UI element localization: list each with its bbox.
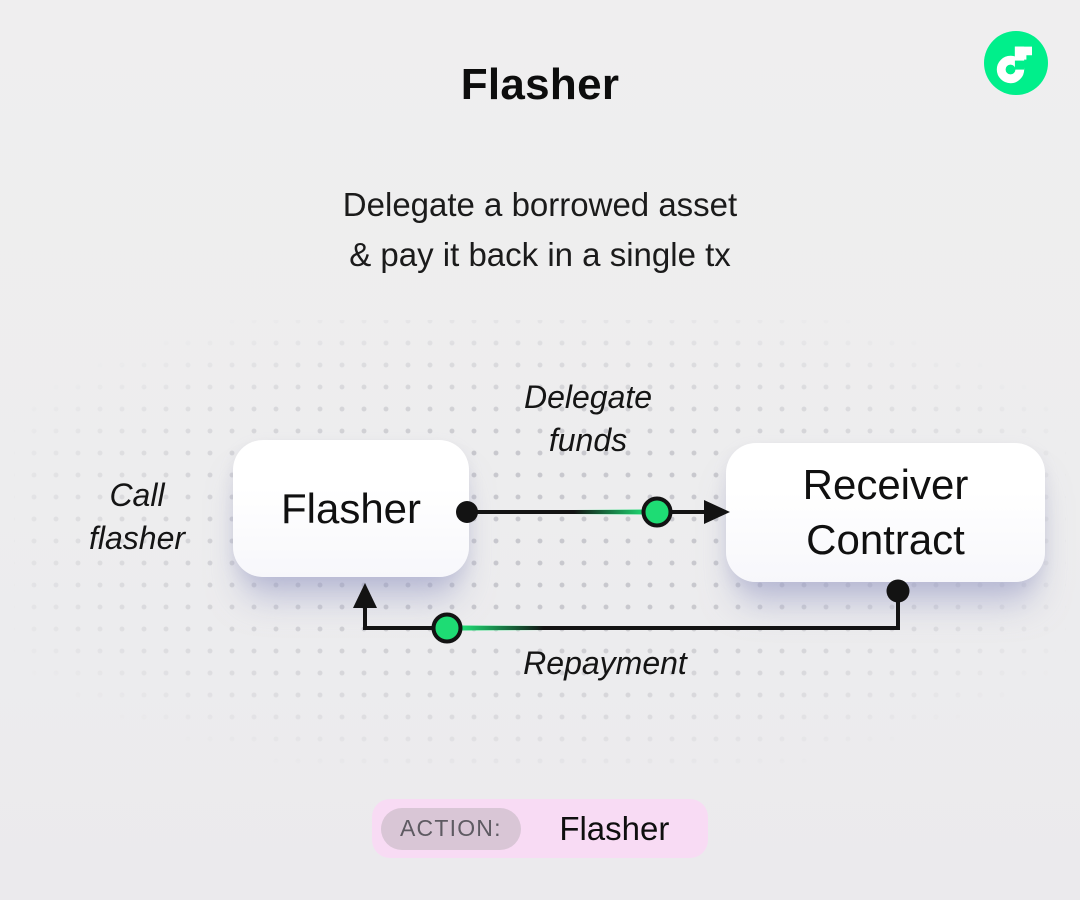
flow-logo-svg — [984, 31, 1048, 95]
flow-logo-icon — [984, 31, 1048, 95]
node-flasher: Flasher — [233, 440, 469, 577]
action-value: Flasher — [559, 809, 670, 847]
label-call-flasher: Call flasher — [37, 474, 237, 560]
label-repayment-text: Repayment — [523, 645, 687, 681]
subtitle: Delegate a borrowed asset & pay it back … — [0, 180, 1080, 280]
label-call-flasher-line-2: flasher — [88, 520, 186, 556]
action-badge: ACTION: Flasher — [372, 799, 708, 858]
node-flasher-label: Flasher — [280, 484, 422, 532]
action-label-pill: ACTION: — [381, 807, 521, 850]
subtitle-line-1: Delegate a borrowed asset — [342, 186, 738, 223]
label-delegate-funds-line-1: Delegate — [523, 379, 653, 415]
subtitle-line-2: & pay it back in a single tx — [349, 236, 731, 273]
label-call-flasher-line-1: Call — [109, 477, 165, 513]
label-delegate-funds-line-2: funds — [548, 422, 628, 458]
node-receiver-label: Receiver Contract — [802, 460, 969, 563]
label-repayment: Repayment — [455, 642, 755, 685]
node-receiver: Receiver Contract — [726, 443, 1045, 582]
page-title: Flasher — [460, 60, 620, 109]
label-delegate-funds: Delegate funds — [468, 376, 708, 462]
